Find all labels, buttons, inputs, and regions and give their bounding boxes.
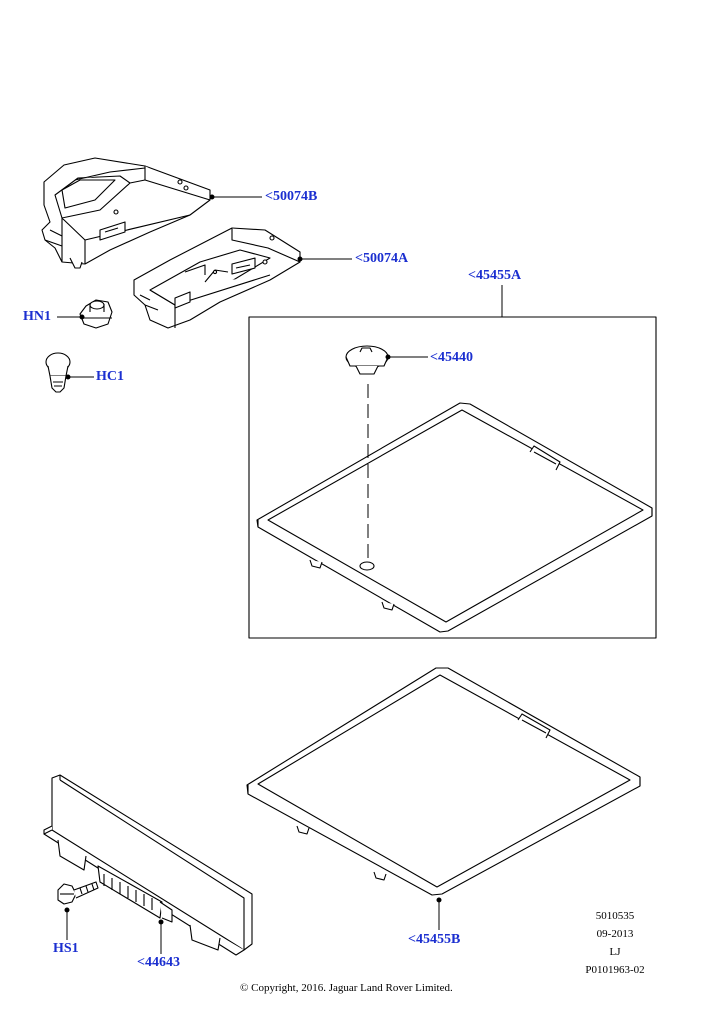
meta-date: 09-2013 — [596, 928, 634, 940]
leader-lines — [57, 194, 503, 954]
part-45455a-panel — [256, 402, 653, 633]
callout-hn1[interactable]: HN1 — [23, 309, 51, 324]
part-44643-trim — [43, 774, 253, 956]
callout-45440[interactable]: <45440 — [430, 350, 473, 365]
callout-hs1[interactable]: HS1 — [53, 941, 79, 956]
callout-hc1[interactable]: HC1 — [96, 369, 124, 384]
callout-45455a[interactable]: <45455A — [468, 268, 522, 283]
callout-45455b[interactable]: <45455B — [408, 932, 461, 947]
part-50074b-bracket — [41, 157, 211, 269]
hc1-clip-icon — [45, 352, 71, 393]
part-50074a-bracket — [133, 227, 301, 329]
hs1-screw-icon — [57, 881, 99, 905]
meta-initials: LJ — [609, 946, 621, 958]
copyright-text: © Copyright, 2016. Jaguar Land Rover Lim… — [240, 982, 453, 994]
meta-code: 5010535 — [595, 910, 635, 922]
part-45455a-frame — [248, 316, 657, 639]
callout-44643[interactable]: <44643 — [137, 955, 180, 970]
meta-ref: P0101963-02 — [585, 964, 645, 976]
part-45440-cap-icon — [345, 345, 389, 375]
callout-50074b[interactable]: <50074B — [265, 189, 318, 204]
callout-50074a[interactable]: <50074A — [355, 251, 409, 266]
part-45455b-panel — [246, 667, 641, 896]
hn1-nut-icon — [79, 299, 113, 329]
